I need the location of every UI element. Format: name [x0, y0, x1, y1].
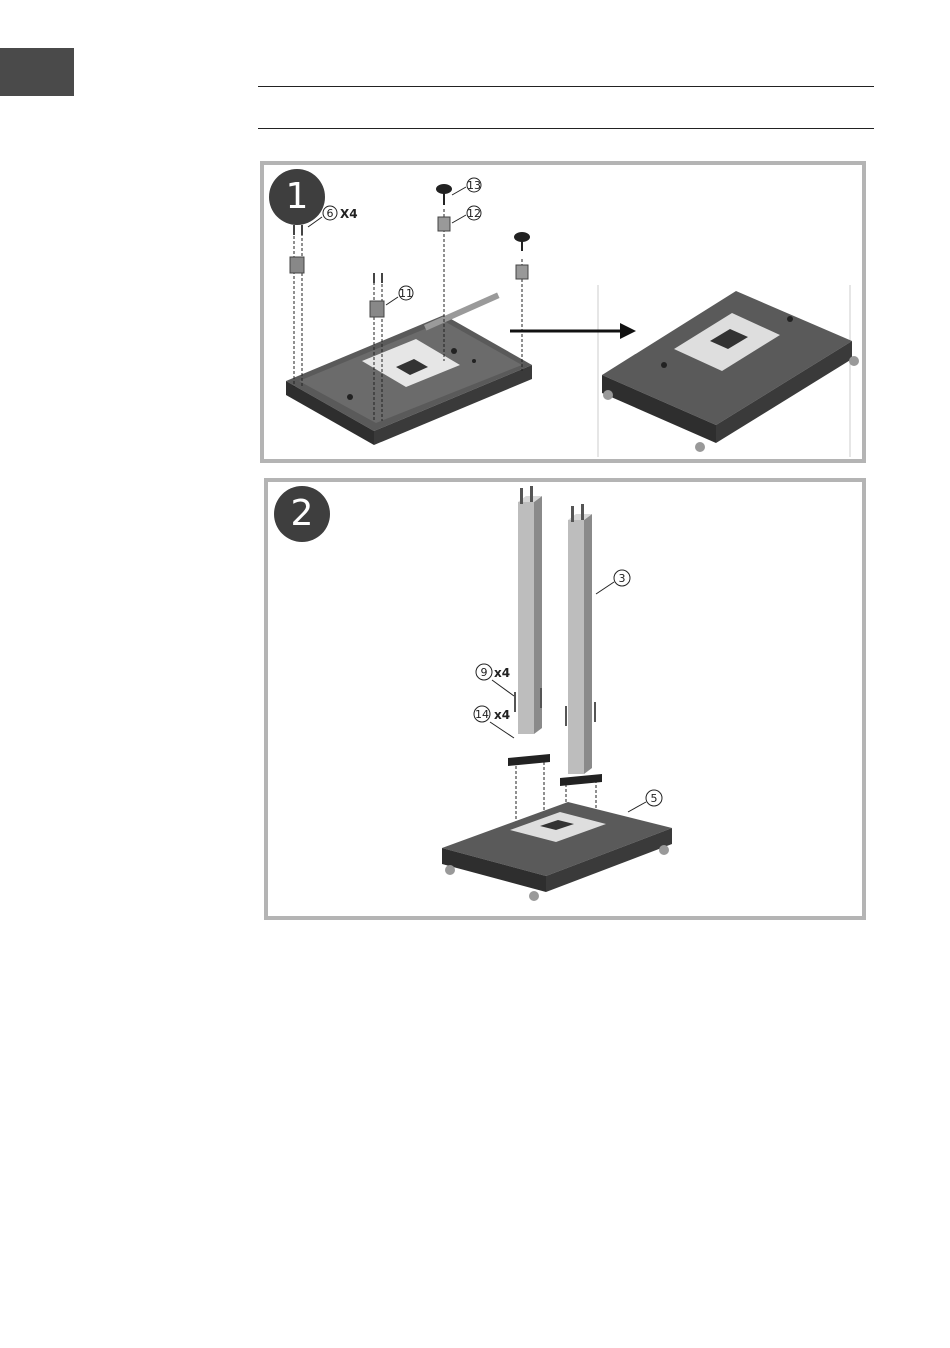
base-frame-right [602, 291, 859, 452]
step2-panel: 3 9 x4 14 x4 5 2 [264, 478, 866, 920]
step-number-badge: 2 [274, 486, 330, 542]
svg-text:3: 3 [619, 572, 626, 585]
svg-text:14: 14 [475, 708, 489, 721]
step-number-badge: 1 [269, 169, 325, 225]
svg-text:5: 5 [651, 792, 658, 805]
part-3-upright-left [508, 486, 550, 766]
svg-text:x4: x4 [494, 708, 510, 722]
step1-panel: 6 X4 11 13 12 1 [260, 161, 866, 463]
svg-text:13: 13 [467, 179, 481, 192]
section-tab [0, 48, 74, 96]
step1-illustration: 6 X4 11 13 12 [264, 165, 862, 459]
part-3-upright-right [560, 504, 602, 786]
svg-text:11: 11 [399, 287, 413, 300]
svg-text:x4: x4 [494, 666, 510, 680]
svg-text:12: 12 [467, 207, 481, 220]
svg-text:9: 9 [481, 666, 488, 679]
svg-text:6: 6 [327, 207, 334, 220]
callout-part9: 9 x4 [476, 664, 514, 696]
callout-part14: 14 x4 [474, 706, 514, 738]
header-rule-bottom [258, 128, 874, 129]
part-12-sleeve [438, 217, 528, 279]
header-rule-top [258, 86, 874, 87]
callout-part5: 5 [628, 790, 662, 812]
callout-part3: 3 [596, 570, 630, 594]
callout-part12: 12 [452, 206, 481, 223]
arrow-icon [510, 323, 636, 339]
part-6-bracket [290, 225, 384, 317]
base-frame-left [286, 292, 532, 445]
part-5-base [442, 802, 672, 901]
step2-illustration: 3 9 x4 14 x4 5 [268, 482, 862, 916]
callout-part13: 13 [452, 178, 481, 195]
callout-part11: 11 [386, 286, 413, 305]
svg-text:X4: X4 [340, 207, 358, 221]
